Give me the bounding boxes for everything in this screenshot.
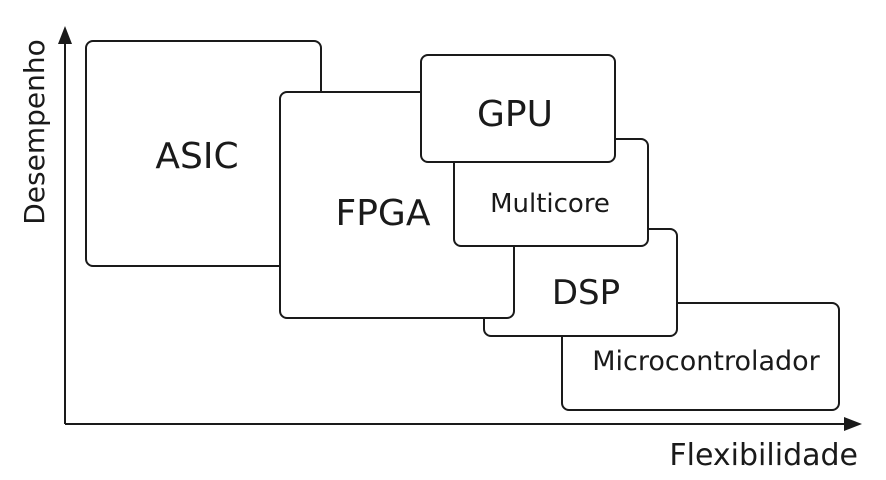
fpga-label: FPGA xyxy=(336,193,431,234)
x-axis-arrowhead xyxy=(844,417,862,431)
x-axis-label: Flexibilidade xyxy=(669,438,858,473)
asic-label: ASIC xyxy=(155,136,238,177)
gpu-box xyxy=(420,54,616,163)
y-axis-label: Desempenho xyxy=(18,39,51,225)
dsp-label: DSP xyxy=(552,273,620,313)
gpu-label: GPU xyxy=(477,94,553,135)
multicore-label: Multicore xyxy=(490,189,610,219)
microcontrolador-label: Microcontrolador xyxy=(592,346,820,377)
y-axis-arrowhead xyxy=(58,26,72,44)
